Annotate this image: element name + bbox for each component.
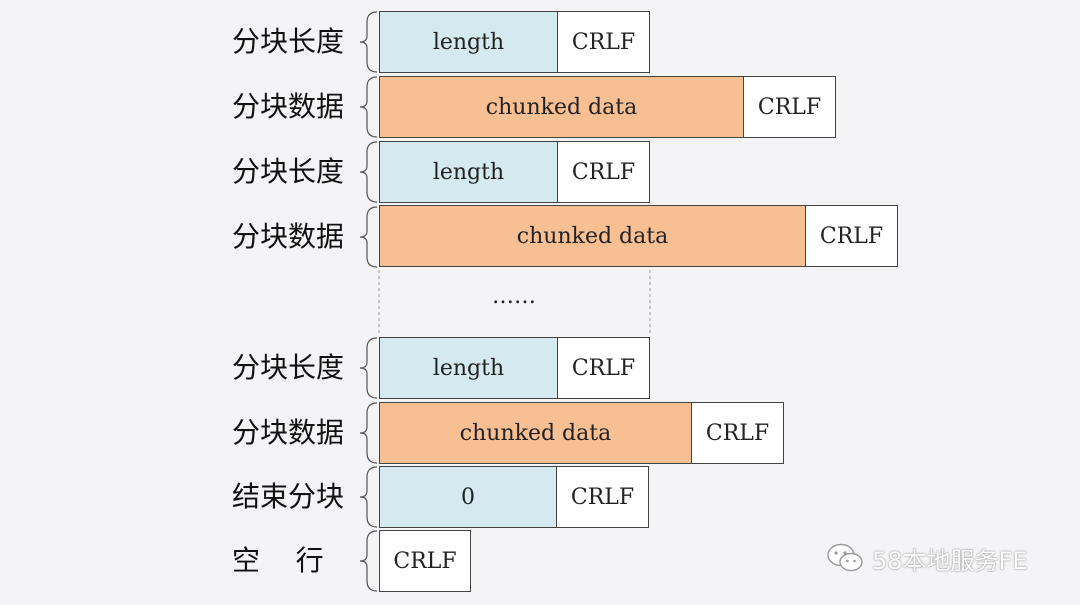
length-cell: length xyxy=(379,141,558,203)
brace-icon xyxy=(359,402,378,464)
chunked-data-cell: chunked data xyxy=(379,76,744,138)
crlf-cell: CRLF xyxy=(557,11,650,73)
ellipsis: …… xyxy=(492,284,536,309)
brace-icon xyxy=(359,141,378,203)
zero-length-cell: 0 xyxy=(379,466,557,528)
watermark-text: 58本地服务FE xyxy=(872,546,1028,575)
row-label: 分块长度 xyxy=(232,25,345,58)
row-label: 分块数据 xyxy=(232,220,345,253)
crlf-cell: CRLF xyxy=(379,530,471,592)
watermark: 58本地服务FE xyxy=(826,540,1028,576)
row-label: 空 行 xyxy=(232,544,324,577)
row-label: 结束分块 xyxy=(232,480,345,513)
brace-icon xyxy=(359,11,378,73)
brace-icon xyxy=(359,530,378,592)
brace-icon xyxy=(359,76,378,138)
crlf-cell: CRLF xyxy=(691,402,784,464)
row-label: 分块数据 xyxy=(232,416,345,449)
length-cell: length xyxy=(379,337,558,399)
brace-icon xyxy=(359,206,378,268)
crlf-cell: CRLF xyxy=(805,205,898,267)
chunked-data-cell: chunked data xyxy=(379,205,806,267)
row-label: 分块数据 xyxy=(232,90,345,123)
crlf-cell: CRLF xyxy=(556,466,649,528)
brace-icon xyxy=(359,337,378,399)
crlf-cell: CRLF xyxy=(557,141,650,203)
row-label: 分块长度 xyxy=(232,155,345,188)
length-cell: length xyxy=(379,11,558,73)
crlf-cell: CRLF xyxy=(743,76,836,138)
brace-icon xyxy=(359,466,378,528)
crlf-cell: CRLF xyxy=(557,337,650,399)
row-label: 分块长度 xyxy=(232,351,345,384)
chunked-data-cell: chunked data xyxy=(379,402,692,464)
wechat-icon xyxy=(827,543,863,572)
